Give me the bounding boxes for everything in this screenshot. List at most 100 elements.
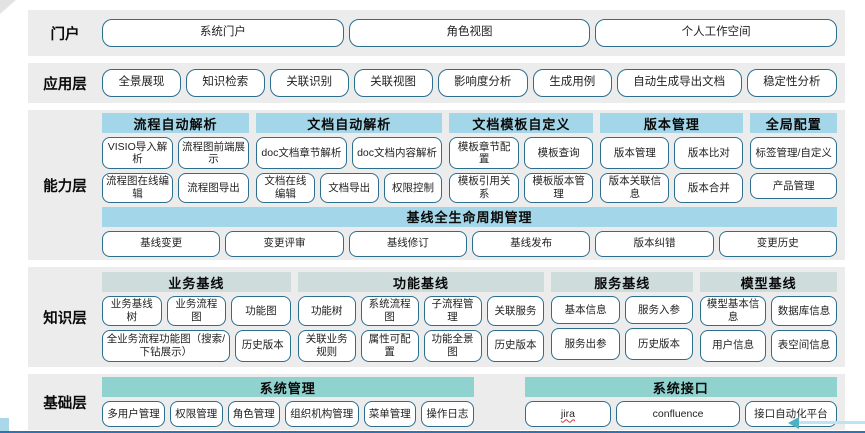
item-button[interactable]: 流程图导出	[178, 173, 250, 203]
item-button[interactable]: 关联视图	[353, 69, 433, 97]
item-button[interactable]: 版本管理	[600, 137, 670, 170]
item-button[interactable]: doc文档章节解析	[256, 137, 347, 170]
layer-label-portal: 门户	[50, 26, 80, 43]
button-row: 版本关联信息版本合并	[600, 173, 744, 203]
item-button[interactable]: 个人工作空间	[595, 19, 838, 47]
item-button[interactable]: 历史版本	[624, 328, 694, 361]
item-button[interactable]: 子流程管理	[423, 296, 482, 326]
item-button[interactable]: 生成用例	[532, 69, 612, 97]
button-row: 系统门户角色视图个人工作空间	[102, 19, 838, 47]
page-corner-decoration	[0, 0, 16, 14]
item-button[interactable]: 版本比对	[674, 137, 744, 170]
item-button[interactable]: 自动生成导出文档	[616, 69, 742, 97]
item-button[interactable]: 用户信息	[700, 329, 767, 362]
item-button[interactable]: 基线变更	[102, 230, 221, 257]
button-row: 全景展现知识检索关联识别关联视图影响度分析生成用例自动生成导出文档稳定性分析	[102, 69, 837, 97]
group-header: 服务基线	[551, 272, 694, 293]
item-button[interactable]: 基本信息	[551, 296, 620, 325]
item-button[interactable]: 权限管理	[170, 401, 223, 427]
section: 全景展现知识检索关联识别关联视图影响度分析生成用例自动生成导出文档稳定性分析	[102, 69, 837, 97]
group-header: 全局配置	[750, 113, 837, 134]
item-button[interactable]: 全景展现	[102, 69, 181, 97]
item-button[interactable]: 基线发布	[471, 230, 591, 257]
item-button[interactable]: 服务入参	[624, 296, 694, 325]
item-button[interactable]: 历史版本	[486, 329, 545, 362]
item-button[interactable]: 模型基本信息	[700, 296, 767, 326]
item-button[interactable]: doc文档内容解析	[351, 137, 443, 170]
button-row: 用户信息表空间信息	[700, 329, 837, 362]
group-header: 系统管理	[102, 377, 474, 397]
button-row: 标签管理/自定义	[750, 137, 837, 170]
item-button[interactable]: 知识检索	[185, 69, 265, 97]
item-button[interactable]: VISIO导入解析	[102, 137, 174, 170]
item-button[interactable]: jira	[524, 401, 612, 427]
item-button[interactable]: 模板引用关系	[449, 173, 519, 203]
item-button[interactable]: 菜单管理	[363, 401, 417, 427]
item-button[interactable]: 权限控制	[383, 173, 443, 203]
button-row: 模板引用关系模板版本管理	[449, 173, 594, 203]
item-button[interactable]: 流程图前端展示	[178, 137, 250, 170]
item-button[interactable]: 版本合并	[674, 173, 744, 203]
item-button[interactable]: 关联服务	[486, 296, 545, 326]
item-button[interactable]: 系统流程图	[360, 296, 419, 326]
item-button[interactable]: 功能树	[297, 296, 356, 326]
item-button[interactable]: 表空间信息	[771, 329, 837, 362]
item-button[interactable]: 版本纠错	[595, 230, 714, 257]
item-button[interactable]: 系统门户	[102, 19, 344, 47]
item-button[interactable]: 模板版本管理	[523, 173, 594, 203]
item-button[interactable]: 角色管理	[227, 401, 281, 427]
item-button[interactable]: 关联识别	[269, 69, 349, 97]
button-row: 关联业务规则属性可配置功能全景图历史版本	[297, 329, 545, 362]
button-row: 全业务流程功能图（搜索/下钻展示）历史版本	[102, 329, 291, 362]
left-arrow-line	[795, 421, 865, 424]
item-button[interactable]: 文档在线编辑	[256, 173, 315, 203]
item-button[interactable]: 稳定性分析	[746, 69, 837, 97]
layer-label-capability: 能力层	[43, 178, 87, 195]
button-row: 模板章节配置模板查询	[449, 137, 594, 170]
button-row: 产品管理	[750, 173, 837, 200]
item-button[interactable]: 数据库信息	[771, 296, 837, 326]
item-button[interactable]: 模板章节配置	[449, 137, 519, 170]
item-button[interactable]: 组织机构管理	[285, 401, 359, 427]
button-row: 模型基本信息数据库信息	[700, 296, 837, 326]
section: 基线全生命周期管理基线变更变更评审基线修订基线发布版本纠错变更历史	[102, 206, 837, 257]
item-button[interactable]: 操作日志	[421, 401, 474, 427]
app-buttons: 全景展现知识检索关联识别关联视图影响度分析生成用例自动生成导出文档稳定性分析	[102, 69, 837, 97]
item-button[interactable]: 功能图	[231, 296, 291, 326]
item-button[interactable]: 标签管理/自定义	[750, 137, 837, 170]
button-row: 功能树系统流程图子流程管理关联服务	[297, 296, 545, 326]
item-button[interactable]: 变更评审	[225, 230, 344, 257]
item-button[interactable]: 历史版本	[234, 329, 291, 362]
button-row: VISIO导入解析流程图前端展示	[102, 137, 250, 170]
item-button[interactable]: 基线修订	[348, 230, 467, 257]
item-button[interactable]: 版本关联信息	[600, 173, 670, 203]
item-button[interactable]: 业务流程图	[166, 296, 227, 326]
item-button[interactable]: 服务出参	[551, 328, 620, 361]
layer-label-app: 应用层	[43, 76, 87, 93]
button-row: 文档在线编辑文档导出权限控制	[256, 173, 443, 203]
item-button[interactable]: 角色视图	[348, 19, 591, 47]
item-button[interactable]: confluence	[616, 401, 740, 427]
item-button[interactable]: 业务基线树	[102, 296, 162, 326]
item-button[interactable]: 关联业务规则	[297, 329, 356, 362]
group-doc-template-custom: 文档模板自定义模板章节配置模板查询模板引用关系模板版本管理	[449, 113, 594, 203]
item-button[interactable]: 模板查询	[523, 137, 594, 170]
item-button[interactable]: 影响度分析	[437, 69, 528, 97]
item-button[interactable]: 功能全景图	[423, 329, 482, 362]
item-button[interactable]: 流程图在线编辑	[102, 173, 174, 203]
item-button[interactable]: 属性可配置	[360, 329, 419, 362]
item-button[interactable]: 变更历史	[718, 230, 837, 257]
item-button[interactable]: 全业务流程功能图（搜索/下钻展示）	[102, 329, 230, 362]
item-button[interactable]: 产品管理	[750, 173, 837, 200]
button-row: 流程图在线编辑流程图导出	[102, 173, 250, 203]
button-row: 基线变更变更评审基线修订基线发布版本纠错变更历史	[102, 230, 837, 257]
item-button[interactable]: 文档导出	[319, 173, 379, 203]
item-button[interactable]: 多用户管理	[102, 401, 166, 427]
